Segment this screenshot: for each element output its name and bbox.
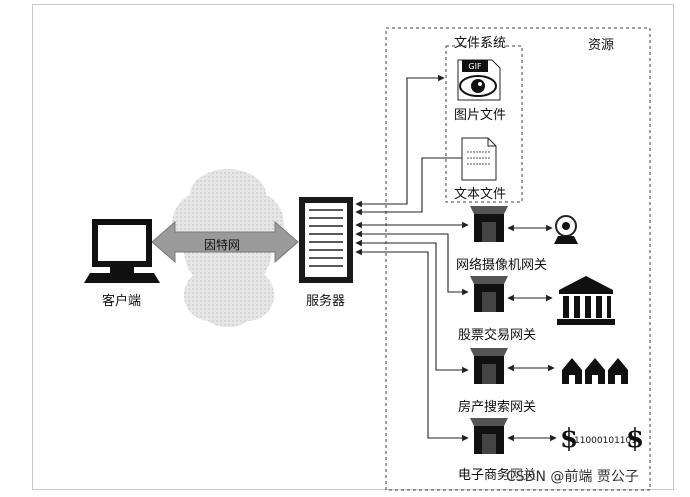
- internet-arrow-icon: [151, 220, 299, 264]
- internet-cloud-icon: [172, 169, 284, 327]
- svg-text:$: $: [626, 424, 644, 454]
- svg-text:$: $: [560, 424, 578, 454]
- resource-label-webcam: 网络摄像机网关: [456, 258, 548, 273]
- webcam-icon: [554, 215, 578, 244]
- resource-label-text: 文本文件: [454, 187, 507, 202]
- image-frame: [32, 4, 674, 490]
- resource-label-ecommerce: 电子商务网关: [458, 468, 537, 483]
- webcam-gateway-device-icon: [470, 206, 508, 242]
- stock-gateway-device-icon: [470, 276, 508, 312]
- text-file-icon: [461, 137, 497, 181]
- image-file-icon: GIF: [457, 59, 501, 101]
- resource-label-image: 图片文件: [454, 108, 507, 123]
- resources-label: 资源: [588, 38, 615, 53]
- svg-text:11000101101: 11000101101: [574, 436, 637, 446]
- server-icon: [299, 197, 353, 283]
- client-label: 客户端: [102, 294, 142, 309]
- resource-label-stock: 股票交易网关: [458, 328, 537, 343]
- realestate-gateway-device-icon: [470, 348, 508, 384]
- client-computer-icon: [84, 219, 160, 283]
- ecommerce-gateway-device-icon: [470, 418, 508, 454]
- connection-lines: [355, 74, 557, 442]
- resource-label-realestate: 房产搜索网关: [458, 400, 537, 415]
- bank-building-icon: [557, 276, 615, 325]
- server-label: 服务器: [306, 294, 346, 309]
- internet-label: 因特网: [204, 238, 241, 252]
- watermark: CSDN @前端 贾公子: [506, 469, 639, 485]
- dollar-binary-icon: $ 11000101101 $: [560, 424, 644, 454]
- svg-text:GIF: GIF: [468, 62, 482, 71]
- filesystem-label: 文件系统: [454, 36, 507, 51]
- houses-icon: [562, 358, 628, 384]
- filesystem-box: [445, 45, 523, 203]
